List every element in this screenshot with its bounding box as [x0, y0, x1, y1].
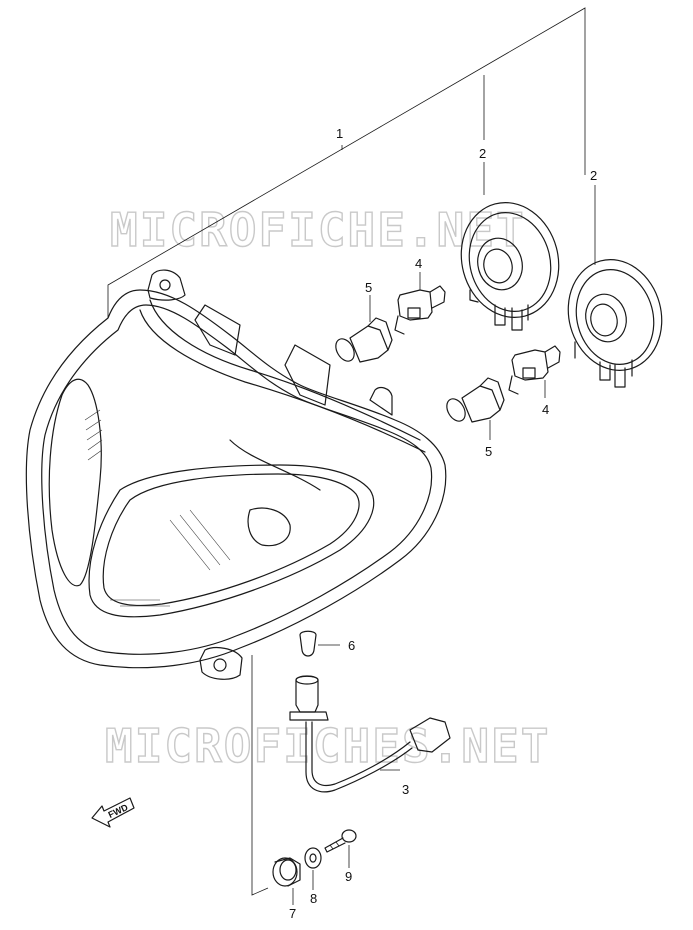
forward-arrow-icon: FWD — [91, 797, 135, 828]
leader-part-2 — [483, 75, 596, 265]
callout-9: 9 — [345, 869, 352, 884]
headlamp-housing — [25, 269, 447, 680]
callout-3: 3 — [402, 782, 409, 797]
bulb-cover-cap-left — [460, 202, 560, 331]
fwd-label: FWD — [107, 802, 130, 820]
screw — [324, 829, 357, 853]
halogen-bulb-lower — [446, 377, 505, 440]
callout-5-upper: 5 — [365, 280, 372, 295]
callout-6: 6 — [348, 638, 355, 653]
watermark-top: MICROFICHE.NET — [110, 203, 526, 257]
rubber-grommet — [272, 857, 301, 887]
watermark-bottom: MICROFICHES.NET — [105, 719, 550, 773]
callout-2-left: 2 — [479, 146, 486, 161]
callout-4-upper: 4 — [415, 256, 422, 271]
callout-8: 8 — [310, 891, 317, 906]
callout-4-lower: 4 — [542, 402, 549, 417]
position-lamp-socket-wire — [289, 675, 451, 793]
halogen-bulb-upper — [335, 295, 393, 363]
callout-5-lower: 5 — [485, 444, 492, 459]
callout-2-right: 2 — [590, 168, 597, 183]
callout-7: 7 — [289, 906, 296, 921]
bulb-socket-upper — [394, 272, 446, 335]
leader-parts-lower — [251, 655, 350, 905]
bulb-socket-lower — [508, 345, 561, 398]
position-lamp-bulb — [299, 630, 340, 657]
callout-1: 1 — [336, 126, 343, 141]
bulb-cover-cap-right — [567, 259, 663, 388]
washer — [304, 847, 322, 869]
leader-part-1 — [107, 7, 586, 318]
